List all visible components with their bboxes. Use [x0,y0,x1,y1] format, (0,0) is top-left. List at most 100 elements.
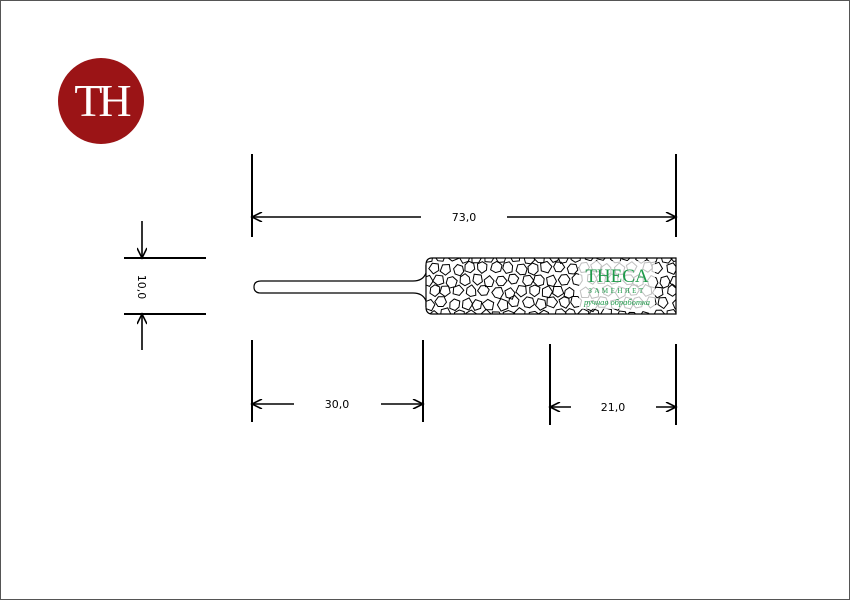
texture-cell [669,275,676,289]
texture-cell [502,261,514,274]
texture-cell [653,309,666,314]
texture-cell [596,258,608,261]
texture-cell [584,258,596,262]
texture-cell [464,260,476,274]
texture-cell [668,258,676,263]
texture-cell [496,297,509,312]
texture-cell [426,298,436,312]
texture-cell [459,273,471,287]
grip-length-dimension: 21,0 [550,344,676,425]
texture-cell [504,287,516,300]
texture-cell [515,284,527,298]
th-logo: TH [58,58,144,144]
texture-cell [439,307,452,314]
texture-cell [534,298,547,311]
texture-cell [483,275,495,288]
texture-cell [476,284,490,296]
brand-subtitle: ручная обработка [583,297,650,307]
texture-cell [426,258,434,264]
texture-cell [453,263,465,277]
texture-cell [428,262,440,275]
texture-cell [439,263,451,276]
texture-cell [515,263,528,276]
texture-cell [532,274,545,287]
texture-cell [546,296,559,309]
height-dimension: 10,0 [124,221,206,350]
texture-cell [666,262,676,276]
texture-cell [589,308,600,314]
texture-cell [439,285,451,298]
texture-cell [625,311,639,314]
texture-cell [533,258,545,264]
grip-length-label: 21,0 [601,401,626,414]
texture-cell [666,308,676,314]
height-label: 10,0 [135,275,148,300]
texture-cell [434,258,446,262]
texture-cell [667,283,676,297]
texture-cell [638,311,651,314]
texture-cell [481,298,495,311]
texture-cell [620,258,632,262]
texture-cell [508,294,520,308]
texture-cell [541,285,554,299]
texture-cell [554,308,567,314]
texture-cell [552,286,565,298]
texture-cell [599,307,613,314]
texture-cell [495,275,508,287]
texture-cell [465,284,477,298]
shaft-length-dimension: 30,0 [252,340,423,422]
texture-cell [659,275,671,289]
texture-cell [509,258,521,263]
brand-backdrop [579,261,655,309]
texture-cell [472,273,483,286]
texture-cell [502,309,514,314]
logo-text: TH [74,75,131,126]
texture-cell [549,258,561,264]
shaft-length-label: 30,0 [325,398,350,411]
texture-cell [432,274,445,286]
texture-cell [471,299,483,312]
texture-cell [490,311,504,314]
texture-cell [426,274,434,288]
overall-length-dimension: 73,0 [252,154,676,237]
tool-outline: THECA ЗАМЕНЯЕТ ручная обработка [253,257,691,320]
texture-cell [446,258,460,262]
texture-cell [564,308,577,314]
texture-cell [476,261,488,274]
texture-cell [490,260,503,274]
texture-cell [465,309,477,314]
texture-cell [449,298,461,312]
texture-cell [428,309,440,314]
texture-cell [538,309,551,314]
texture-cell [522,296,535,309]
texture-cell [452,284,465,296]
texture-cell [434,296,448,307]
texture-cell [557,273,571,286]
texture-cell [461,297,474,311]
texture-cell [546,274,558,288]
texture-cell [577,307,590,314]
texture-cell [660,258,673,264]
texture-cell [557,258,569,264]
texture-cell [459,258,471,264]
texture-cell [480,308,492,314]
texture-cell [553,261,566,273]
texture-cell [528,310,541,314]
texture-cell [677,263,687,275]
texture-cell [513,307,526,314]
texture-cell [570,258,581,263]
texture-cell [540,260,553,274]
texture-cell [558,296,570,309]
texture-cell [484,258,496,263]
texture-cell [672,298,676,311]
texture-cell [657,296,669,310]
texture-cell [675,287,676,300]
texture-cell [453,309,465,314]
tool-shaft [253,265,427,307]
texture-cell [616,310,628,314]
texture-cell [429,284,441,298]
texture-cell [680,310,691,320]
overall-length-label: 73,0 [452,211,477,224]
